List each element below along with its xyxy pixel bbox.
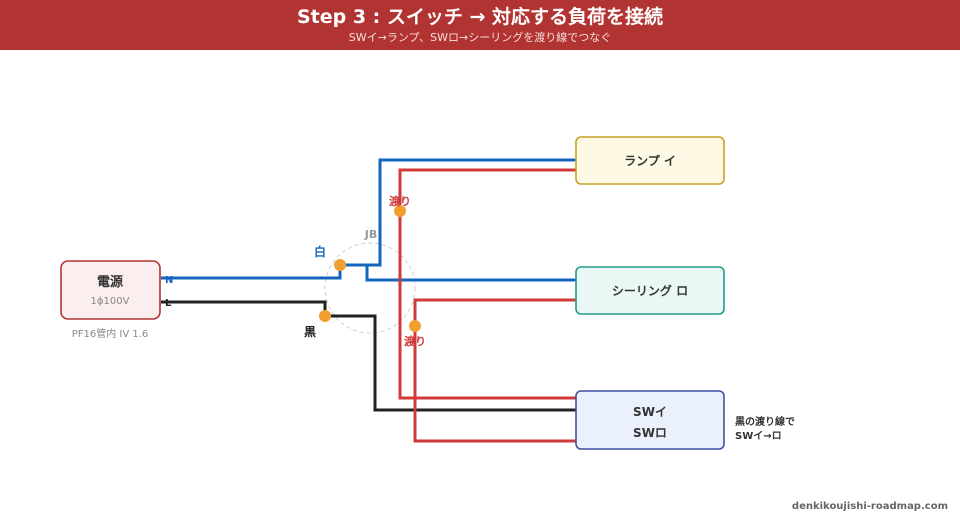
note-line-2: SWイ→ロ: [735, 430, 782, 442]
jumper-label-top: 渡り: [389, 194, 411, 208]
page-subtitle: SWイ→ランプ、SWロ→シーリングを渡り線でつなぐ: [348, 31, 612, 44]
lamp-box: [575, 136, 725, 185]
line-terminal-label: L: [165, 298, 172, 309]
footer-site: denkikoujishi-roadmap.com: [791, 501, 948, 512]
line-wire-supply: [161, 300, 327, 316]
lamp-label: ランプ イ: [624, 153, 676, 168]
neutral-terminal-label: N: [165, 275, 173, 286]
connector-white: [334, 259, 346, 271]
black-wire-label: 黒: [304, 325, 316, 339]
power-source-spec: 1ϕ100V: [91, 296, 130, 307]
junction-box-label: JB: [364, 228, 377, 241]
switch-box: [575, 390, 725, 450]
switched-wire-lamp: [398, 168, 576, 400]
connector-jumper-ceiling: [409, 320, 421, 332]
white-wire-label: 白: [314, 244, 326, 259]
neutral-wire-ceiling: [340, 263, 576, 282]
ceiling-label: シーリング ロ: [612, 283, 688, 298]
line-wire-switch: [325, 314, 576, 412]
power-source-box: [60, 260, 161, 320]
power-source-title: 電源: [97, 274, 123, 290]
neutral-wire-supply: [161, 265, 342, 280]
ceiling-box: [575, 266, 725, 315]
conduit-spec: PF16管内 IV 1.6: [72, 327, 149, 340]
jumper-label-bottom: 渡り: [404, 334, 426, 348]
note-line-1: 黒の渡り線で: [735, 415, 795, 428]
switch-label-2: SWロ: [633, 426, 667, 440]
page-title: Step 3 : スイッチ → 対応する負荷を接続: [296, 6, 664, 28]
neutral-wire-lamp: [340, 158, 576, 267]
switched-wire-ceiling: [413, 298, 576, 443]
connector-jumper-lamp: [394, 205, 406, 217]
header-banner: Step 3 : スイッチ → 対応する負荷を接続 SWイ→ランプ、SWロ→シー…: [0, 0, 960, 50]
switch-label-1: SWイ: [633, 405, 667, 419]
junction-box-outline: [324, 242, 416, 334]
connector-black: [319, 310, 331, 322]
